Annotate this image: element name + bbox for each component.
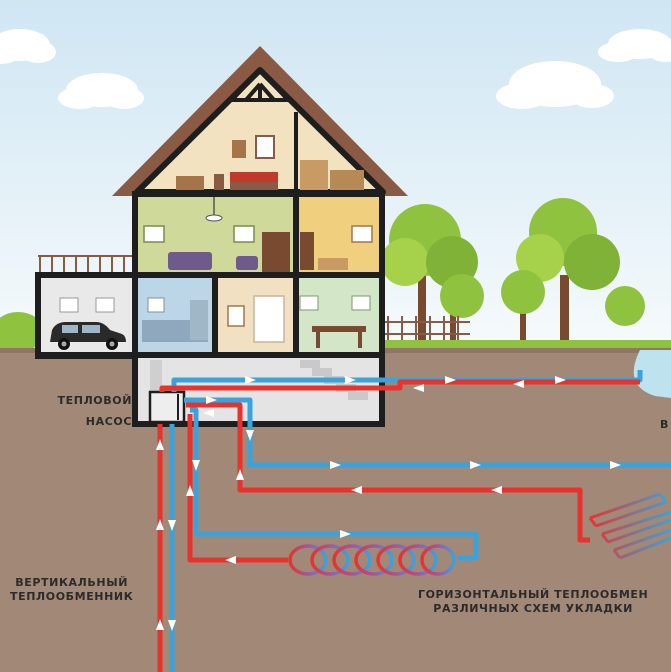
edge-label-fragment: В [660, 418, 669, 431]
vertical-label-line1: ВЕРТИКАЛЬНЫЙ [15, 576, 129, 589]
tree-icon [381, 204, 484, 350]
flow-arrow-icon [413, 380, 524, 392]
cloud-icon [0, 29, 56, 64]
roof-truss [230, 68, 298, 192]
shrubs-left [0, 312, 44, 354]
flow-arrow-icon [245, 376, 566, 384]
flow-arrow-icon [156, 439, 176, 631]
heat-pump-unit-icon [148, 390, 186, 424]
horizontal-label-line2: РАЗЛИЧНЫХ СХЕМ УКЛАДКИ [433, 602, 633, 615]
hot-pipes [157, 379, 640, 672]
tree-icon [501, 198, 645, 353]
floor1-furniture [59, 295, 371, 348]
heat-pump-label-line1: ТЕПЛОВОЙ [57, 394, 132, 407]
heat-pump-label: ТЕПЛОВОЙ НАСОС [50, 394, 132, 429]
floor2-furniture [143, 196, 373, 272]
flow-arrow-icon [246, 430, 621, 469]
pond [633, 350, 671, 398]
horizontal-label-line1: ГОРИЗОНТАЛЬНЫЙ ТЕПЛООБМЕН [418, 588, 649, 601]
attic-furniture [176, 135, 364, 190]
vertical-label-line2: ТЕПЛООБМЕННИК [10, 590, 134, 603]
flow-arrow-icon [203, 396, 217, 417]
horizontal-exchanger-label: ГОРИЗОНТАЛЬНЫЙ ТЕПЛООБМЕН РАЗЛИЧНЫХ СХЕМ… [418, 588, 648, 616]
garage [40, 278, 132, 354]
horizontal-panel-coil [588, 492, 671, 560]
vertical-exchanger-label: ВЕРТИКАЛЬНЫЙ ТЕПЛООБМЕННИК [10, 576, 133, 604]
car-icon [50, 322, 126, 350]
cloud-icon [598, 29, 671, 62]
roof [112, 46, 408, 196]
grass-strip [380, 340, 671, 350]
cloud-icon [496, 61, 614, 109]
cloud-icon [58, 73, 144, 109]
dining [296, 278, 380, 354]
slinky-coil [288, 544, 456, 576]
flow-arrow-icon [236, 469, 502, 494]
balcony [38, 255, 132, 274]
heat-pump-label-line2: НАСОС [85, 415, 132, 428]
house-frame [35, 191, 385, 427]
flow-arrow-icon [186, 460, 351, 564]
